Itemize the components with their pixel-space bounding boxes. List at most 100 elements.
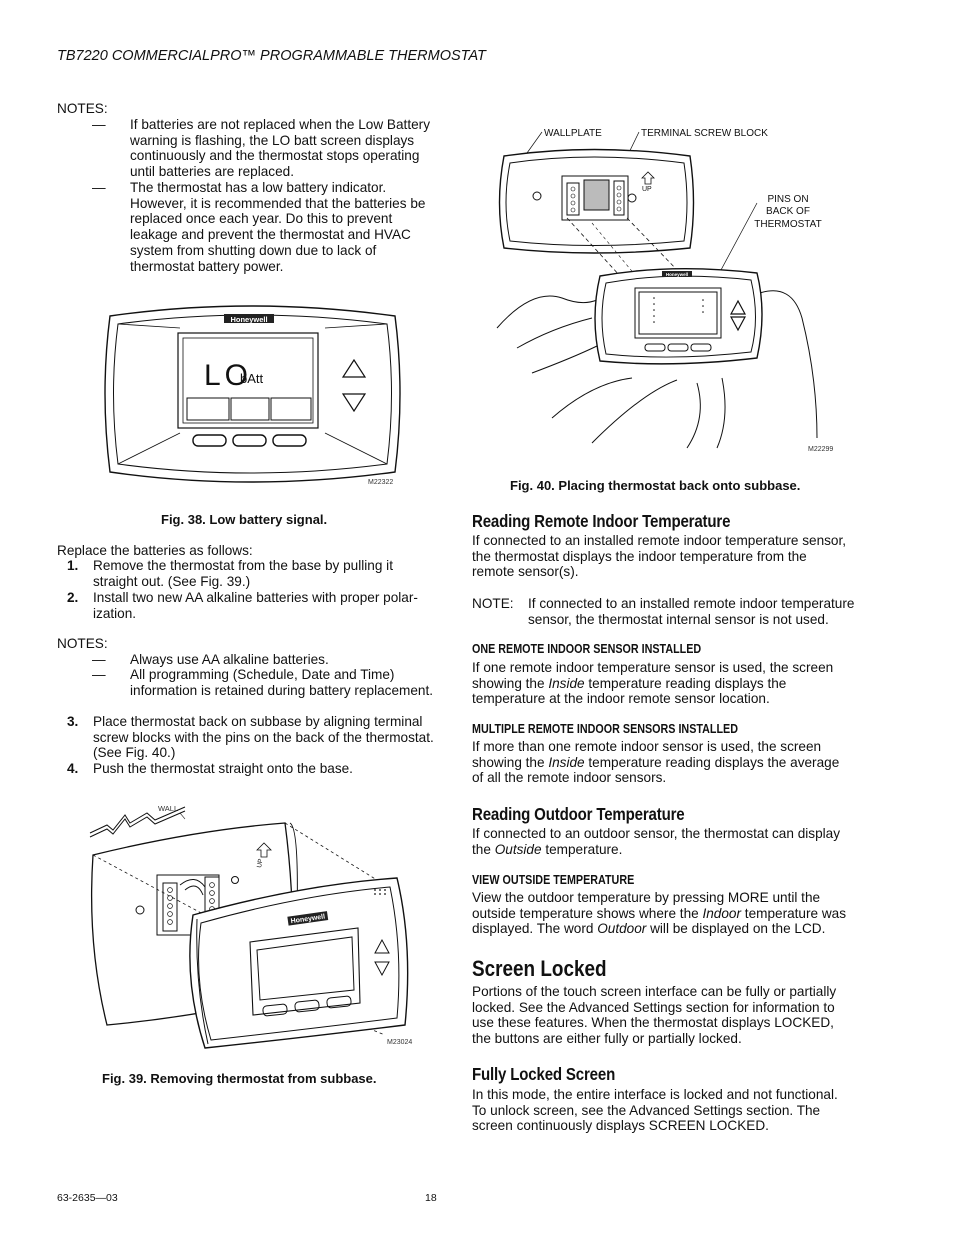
up-label: UP	[256, 858, 264, 868]
note-line: However, it is recommended that the batt…	[130, 195, 426, 211]
figure-code: M22299	[808, 446, 833, 453]
para-line: displayed. The word Outdoor will be disp…	[472, 921, 862, 937]
para-line: To unlock screen, see the Advanced Setti…	[472, 1102, 821, 1118]
remote-indoor-note: If connected to an installed remote indo…	[528, 596, 868, 627]
text-run: showing the	[472, 754, 549, 770]
dash: —	[92, 667, 106, 682]
pins-label-1: PINS ON	[767, 194, 808, 205]
brand-logo: Honeywell	[666, 272, 688, 277]
terminal-label: TERMINAL SCREW BLOCK	[641, 128, 768, 139]
note-line: If connected to an installed remote indo…	[528, 596, 855, 611]
note-line: leakage and prevent the thermostat and H…	[130, 227, 411, 243]
para-line: the thermostat displays the indoor tempe…	[472, 548, 807, 564]
note-line: until batteries are replaced.	[130, 164, 294, 180]
para-line: use these features. When the thermostat …	[472, 1015, 834, 1031]
para-line: In this mode, the entire interface is lo…	[472, 1087, 838, 1102]
page-number: 18	[425, 1192, 437, 1204]
note-line: replaced once each year. Do this to prev…	[130, 211, 393, 227]
note-line: All programming (Schedule, Date and Time…	[130, 667, 395, 682]
para-line: If one remote indoor temperature sensor …	[472, 660, 834, 675]
para-line: the Outside temperature.	[472, 842, 862, 858]
para-line: If connected to an installed remote indo…	[472, 533, 847, 548]
figure-39-caption: Fig. 39. Removing thermostat from subbas…	[102, 1071, 377, 1086]
note-item: — Always use AA alkaline batteries.	[92, 652, 452, 668]
dash: —	[92, 180, 106, 195]
section-heading-outdoor: Reading Outdoor Temperature	[472, 804, 685, 824]
section-heading-fully-locked: Fully Locked Screen	[472, 1064, 616, 1084]
step-item: 2. Install two new AA alkaline batteries…	[67, 590, 447, 621]
step-item: 4. Push the thermostat straight onto the…	[67, 761, 447, 777]
note-line: warning is flashing, the LO batt screen …	[130, 132, 415, 148]
figure-code: M22322	[368, 479, 393, 486]
note-line: thermostat battery power.	[130, 258, 284, 274]
italic-term: Outdoor	[597, 921, 647, 937]
step-line: Place thermostat back on subbase by alig…	[93, 714, 423, 729]
down-arrow-icon	[341, 393, 367, 413]
step-line: ization.	[93, 605, 137, 621]
text-run: displayed. The word	[472, 921, 598, 937]
italic-term: Inside	[548, 675, 585, 691]
note-line: continuously and the thermostat stops op…	[130, 148, 420, 164]
step-number: 1.	[67, 558, 79, 573]
figure-40-caption: Fig. 40. Placing thermostat back onto su…	[510, 478, 801, 493]
step-item: 3. Place thermostat back on subbase by a…	[67, 714, 447, 761]
step-number: 2.	[67, 590, 79, 605]
text-run: the	[472, 841, 495, 857]
step-line: Push the thermostat straight onto the ba…	[93, 761, 353, 776]
view-outside-paragraph: View the outdoor temperature by pressing…	[472, 890, 862, 937]
note-line: Always use AA alkaline batteries.	[130, 652, 329, 667]
up-arrow-icon	[256, 842, 272, 858]
note-item: — All programming (Schedule, Date and Ti…	[92, 667, 452, 698]
para-line: screen continuously displays SCREEN LOCK…	[472, 1118, 769, 1134]
para-line: the buttons are either fully or partiall…	[472, 1031, 742, 1047]
text-run: outside temperature shows where the	[472, 905, 703, 921]
note-line: The thermostat has a low battery indicat…	[130, 180, 387, 195]
text-run: temperature.	[541, 841, 623, 857]
section-heading-remote-indoor: Reading Remote Indoor Temperature	[472, 511, 731, 531]
step-line: Remove the thermostat from the base by p…	[93, 558, 393, 573]
subheading-multiple-sensors: MULTIPLE REMOTE INDOOR SENSORS INSTALLED	[472, 722, 738, 736]
para-line: of all the remote indoor sensors.	[472, 770, 667, 786]
replace-intro: Replace the batteries as follows:	[57, 543, 253, 558]
figure-39-removal: WALL UP Honeywell M23024	[89, 804, 412, 1049]
figure-38-thermostat: Honeywell LO bAtt M22322	[104, 305, 401, 486]
para-line: Portions of the touch screen interface c…	[472, 984, 837, 999]
italic-term: Inside	[548, 754, 585, 770]
text-run: showing the	[472, 675, 549, 691]
pins-label-2: BACK OF	[766, 206, 810, 217]
remote-indoor-paragraph: If connected to an installed remote indo…	[472, 533, 862, 580]
para-line: locked. See the Advanced Settings sectio…	[472, 999, 835, 1015]
outdoor-paragraph: If connected to an outdoor sensor, the t…	[472, 826, 862, 857]
dash: —	[92, 652, 106, 667]
step-number: 3.	[67, 714, 79, 729]
step-item: 1. Remove the thermostat from the base b…	[67, 558, 447, 589]
para-line: temperature at the indoor remote sensor …	[472, 691, 770, 707]
text-run: temperature reading displays the	[584, 675, 787, 691]
running-header: TB7220 COMMERCIALPRO™ PROGRAMMABLE THERM…	[57, 48, 486, 64]
fully-locked-paragraph: In this mode, the entire interface is lo…	[472, 1087, 862, 1134]
up-arrow-icon	[341, 358, 367, 378]
para-line: showing the Inside temperature reading d…	[472, 676, 862, 692]
subheading-view-outside: VIEW OUTSIDE TEMPERATURE	[472, 873, 635, 887]
wall-label: WALL	[158, 804, 178, 813]
italic-term: Outside	[494, 841, 542, 857]
dash: —	[92, 117, 106, 132]
note-line: information is retained during battery r…	[130, 682, 433, 698]
step-line: Install two new AA alkaline batteries wi…	[93, 590, 418, 605]
para-line: showing the Inside temperature reading d…	[472, 755, 862, 771]
lcd-lo-text: LO	[204, 359, 252, 392]
text-run: will be displayed on the LCD.	[646, 921, 826, 937]
up-arrow-icon	[641, 171, 655, 185]
document-number: 63-2635—03	[57, 1192, 118, 1204]
para-line: If connected to an outdoor sensor, the t…	[472, 826, 841, 841]
note-line: system from shutting down due to lack of	[130, 242, 377, 258]
up-label: UP	[642, 186, 652, 193]
step-number: 4.	[67, 761, 79, 776]
italic-term: Indoor	[702, 905, 742, 921]
pins-label-3: THERMOSTAT	[754, 219, 821, 230]
note-item: — The thermostat has a low battery indic…	[92, 180, 452, 274]
figure-38-caption: Fig. 38. Low battery signal.	[161, 512, 328, 527]
multiple-sensors-paragraph: If more than one remote indoor sensor is…	[472, 739, 862, 786]
step-line: (See Fig. 40.)	[93, 745, 176, 761]
wallplate-label: WALLPLATE	[544, 128, 602, 139]
